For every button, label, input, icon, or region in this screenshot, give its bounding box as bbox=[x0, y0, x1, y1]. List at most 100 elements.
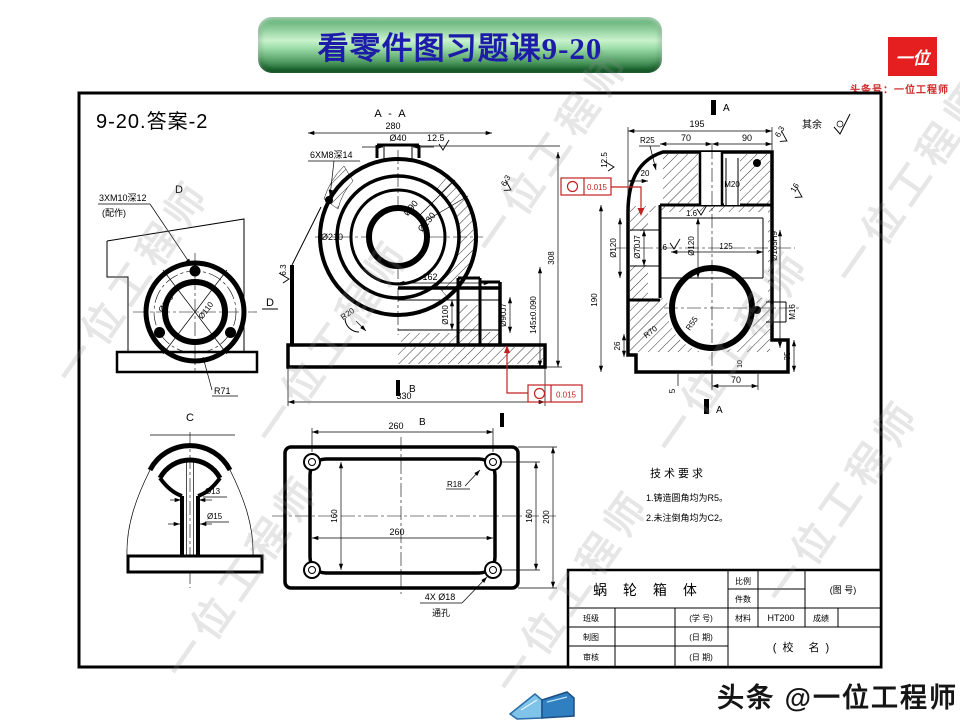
dim-5: 5 bbox=[668, 388, 677, 393]
dim-200: 200 bbox=[542, 510, 551, 524]
dim-m16: M16 bbox=[788, 304, 797, 320]
dim-dia70j7: Ø70J7 bbox=[633, 235, 642, 259]
roundness-symbol-icon bbox=[566, 180, 579, 193]
dim-dia15: Ø15 bbox=[207, 512, 223, 521]
section-b-mark bbox=[500, 413, 504, 427]
dim-r18: R18 bbox=[447, 480, 462, 489]
dim-20: 20 bbox=[641, 169, 650, 178]
b-view-label: B bbox=[419, 417, 426, 428]
tolerance-value: 0.015 bbox=[587, 183, 608, 192]
dim-160-left: 160 bbox=[330, 509, 339, 523]
bolt-hole bbox=[189, 265, 201, 277]
page-title: 看零件图习题课9-20 bbox=[317, 30, 603, 66]
dim-308: 308 bbox=[547, 251, 556, 265]
hatch-base bbox=[398, 347, 543, 364]
dim-dia210: Ø210 bbox=[321, 232, 343, 242]
dim-dia120i: Ø120 bbox=[687, 236, 696, 256]
dim-10: 10 bbox=[737, 360, 744, 368]
dim-dia40: Ø40 bbox=[389, 133, 406, 143]
holes-note: 通孔 bbox=[432, 608, 450, 618]
dim-162: 162 bbox=[422, 272, 437, 282]
dim-dia185h9: Ø185H9 bbox=[770, 231, 779, 261]
tolerance-value: 0.015 bbox=[556, 391, 577, 400]
technical-requirements: 技术要求 1.铸造圆角均为R5。 2.未注倒角均为C2。 bbox=[646, 467, 728, 523]
brand-caption: 头条号：一位工程师 bbox=[850, 85, 949, 96]
bearing-bore bbox=[366, 205, 430, 269]
dim-dia90j7: Ø90J7 bbox=[499, 303, 508, 327]
roughness-6-3: 6.3 bbox=[279, 264, 288, 276]
thread-note: (配作) bbox=[102, 207, 126, 218]
class-label: 班级 bbox=[583, 613, 599, 623]
d-label-top: D bbox=[175, 184, 183, 196]
blue-book-icon bbox=[508, 691, 575, 720]
school-name-label: (校 名) bbox=[773, 640, 835, 654]
d-view: 3XM10深12 (配作) D D Ø140 Ø110 R71 bbox=[98, 184, 278, 397]
bolt-hole bbox=[225, 327, 236, 338]
c-detail-view: C Ø13 Ø15 bbox=[126, 412, 264, 588]
dim-r71: R71 bbox=[214, 386, 231, 396]
tech-req-title: 技术要求 bbox=[650, 467, 706, 480]
date-label: (日 期) bbox=[689, 653, 713, 662]
brand-logo-text: 一位 bbox=[895, 49, 930, 68]
d-label-side: D bbox=[266, 297, 274, 309]
section-title: A - A bbox=[374, 108, 407, 120]
roughness-1-6: 1.6 bbox=[686, 209, 698, 218]
bolt-hole bbox=[154, 327, 165, 338]
student-no-label: (学 号) bbox=[689, 613, 713, 623]
tolerance-frame-roundness-1: 0.015 bbox=[560, 177, 645, 216]
dim-260-top: 260 bbox=[388, 421, 403, 431]
tolerance-frame-roundness-2: 0.015 bbox=[504, 345, 583, 403]
thread-callout: 6XM8深14 bbox=[310, 150, 353, 160]
section-a-mark bbox=[704, 399, 709, 414]
drawn-by-label: 制图 bbox=[583, 632, 599, 642]
seal-section bbox=[753, 159, 761, 167]
rest-surface-note: 其余 bbox=[802, 118, 822, 131]
tech-req-item: 1.铸造圆角均为R5。 bbox=[646, 492, 728, 503]
dim-145: 145±0.090 bbox=[529, 296, 538, 334]
base-bottom-view: B 260 R18 160 260 160 200 4X Ø18 通孔 bbox=[272, 413, 557, 618]
material-label: 材料 bbox=[735, 613, 751, 623]
thread-callout: 3XM10深12 bbox=[99, 193, 147, 203]
dim-70b: 70 bbox=[731, 375, 741, 385]
dim-35: 35 bbox=[783, 351, 792, 360]
plug-section bbox=[753, 306, 761, 314]
roughness-12-5: 12.5 bbox=[600, 152, 609, 168]
section-a-label: A bbox=[723, 103, 730, 114]
dim-160-right: 160 bbox=[525, 509, 534, 523]
side-section-view: A A bbox=[590, 100, 851, 416]
drawing-no-label: (图 号) bbox=[830, 585, 857, 595]
roughness-16b: 16 bbox=[658, 243, 667, 252]
dim-90: 90 bbox=[742, 133, 752, 143]
dim-280: 280 bbox=[385, 121, 400, 131]
qty-label: 件数 bbox=[735, 594, 751, 604]
dim-dia100: Ø100 bbox=[441, 305, 450, 325]
title-block: 蜗 轮 箱 体 比例 件数 (图 号) 材料 HT200 成绩 班级 (学 号)… bbox=[566, 568, 883, 669]
scale-label: 比例 bbox=[735, 576, 751, 586]
dim-r25: R25 bbox=[640, 136, 655, 145]
tech-req-item: 2.未注倒角均为C2。 bbox=[646, 512, 728, 523]
date-label: (日 期) bbox=[689, 633, 713, 642]
dim-70: 70 bbox=[681, 133, 691, 143]
brand-logo: 一位 bbox=[888, 37, 937, 76]
dim-195: 195 bbox=[689, 119, 704, 129]
holes-callout: 4X Ø18 bbox=[425, 592, 456, 602]
aa-section-view: A - A bbox=[278, 108, 562, 406]
section-a-mark bbox=[711, 100, 716, 115]
section-b-label: B bbox=[409, 384, 416, 395]
roughness-symbol-icon bbox=[836, 120, 844, 128]
footer-handle: 头条 @一位工程师 bbox=[717, 683, 958, 713]
dim-dia120l: Ø120 bbox=[609, 238, 618, 258]
dim-m20: M20 bbox=[724, 180, 740, 189]
grade-label: 成绩 bbox=[813, 613, 829, 623]
dim-26: 26 bbox=[613, 341, 622, 350]
title-banner: 看零件图习题课9-20 bbox=[258, 17, 662, 73]
dim-330: 330 bbox=[396, 391, 411, 401]
dim-125: 125 bbox=[719, 242, 733, 251]
part-name: 蜗 轮 箱 体 bbox=[593, 582, 703, 598]
material-value: HT200 bbox=[767, 613, 794, 623]
answer-label: 9-20.答案-2 bbox=[96, 110, 208, 133]
dim-dia13: Ø13 bbox=[205, 487, 221, 496]
dim-260: 260 bbox=[389, 527, 404, 537]
